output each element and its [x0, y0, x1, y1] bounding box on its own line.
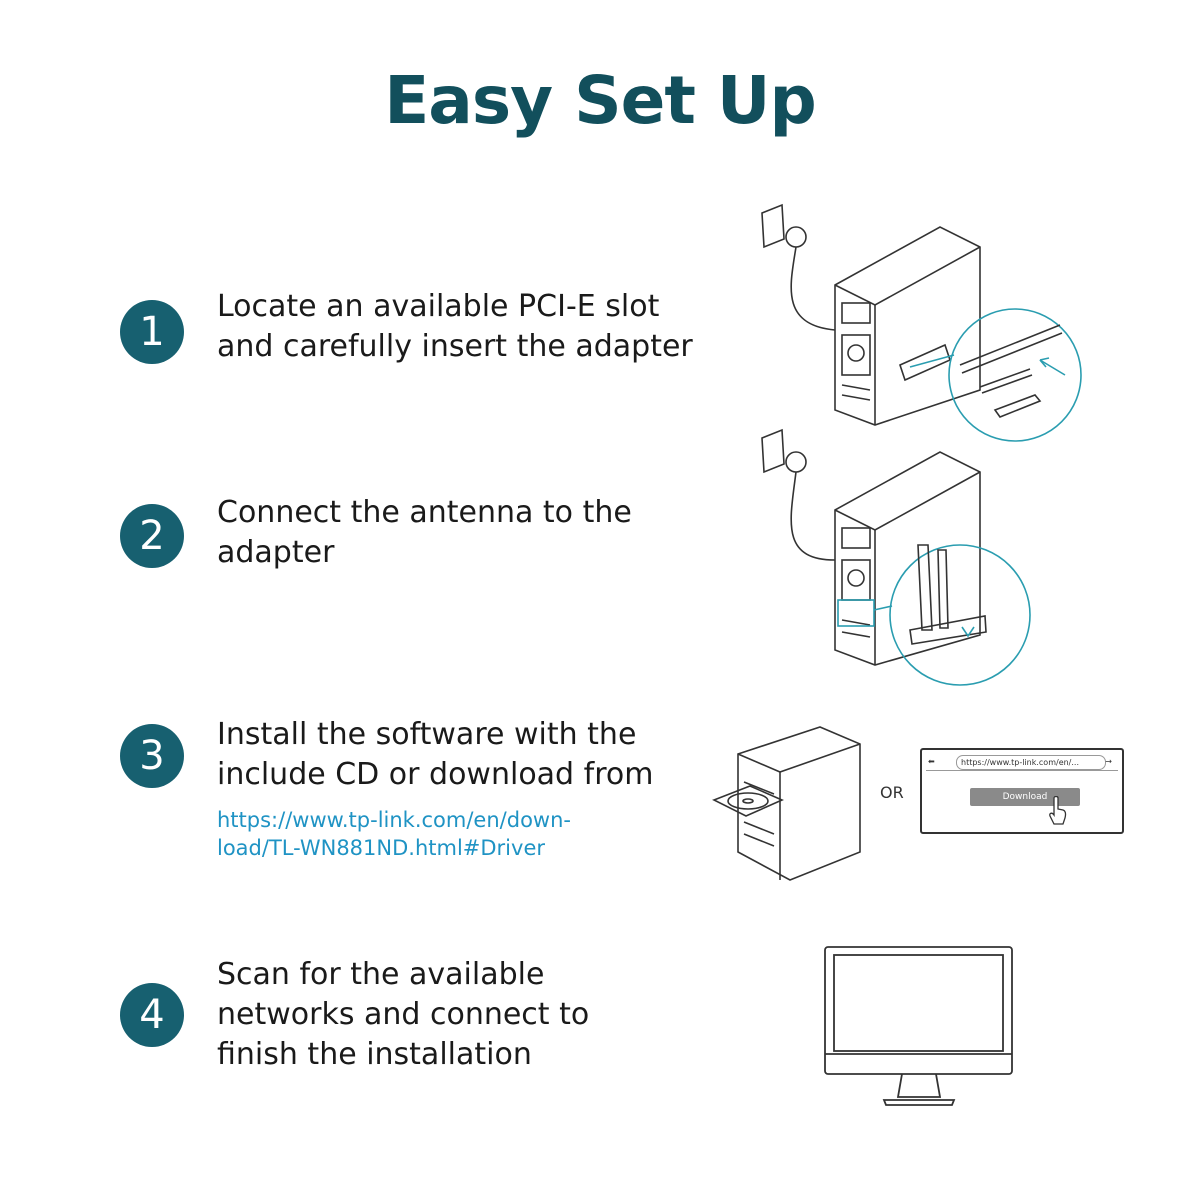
- computer-tower-icon: [834, 226, 981, 426]
- step-text-line: adapter: [217, 535, 335, 570]
- step-number-badge: 2: [120, 504, 184, 568]
- step-text-line: Locate an available PCI-E slot: [217, 289, 660, 324]
- back-arrow-icon[interactable]: ⬅: [928, 757, 935, 766]
- step-text-line: Scan for the available: [217, 957, 545, 992]
- link-line: https://www.tp-link.com/en/down-: [217, 808, 571, 832]
- step-number-badge: 1: [120, 300, 184, 364]
- step-text-line: Install the software with the: [217, 717, 637, 752]
- step-description: Install the software with the include CD…: [217, 715, 707, 795]
- step-text-line: Connect the antenna to the: [217, 495, 632, 530]
- step-text-line: include CD or download from: [217, 757, 654, 792]
- cursor-hand-icon: [1049, 796, 1067, 825]
- monitor-illustration: [824, 946, 1013, 1106]
- computer-tower-icon: [834, 451, 981, 666]
- step-description: Scan for the available networks and conn…: [217, 955, 707, 1075]
- browser-window: ⬅ https://www.tp-link.com/en/... → Downl…: [920, 748, 1124, 834]
- computer-tower-icon: [737, 726, 861, 881]
- zoom-circle: [837, 544, 1031, 686]
- pcie-slot-icon: [959, 324, 1063, 418]
- zoom-circle: [909, 308, 1082, 442]
- antenna-icon: [909, 544, 987, 645]
- driver-download-link[interactable]: https://www.tp-link.com/en/down- load/TL…: [217, 806, 617, 862]
- step-description: Connect the antenna to the adapter: [217, 493, 707, 573]
- cd-tray-icon: [712, 785, 784, 817]
- pc-antenna-illustration: [761, 428, 1031, 686]
- step-text-line: networks and connect to: [217, 997, 590, 1032]
- step-text-line: finish the installation: [217, 1037, 532, 1072]
- page-title: Easy Set Up: [384, 62, 817, 139]
- pc-cd-illustration: [712, 726, 861, 881]
- monitor-icon: [824, 946, 1013, 1106]
- pc-insert-adapter-illustration: [761, 203, 1082, 442]
- step-number-badge: 4: [120, 983, 184, 1047]
- or-label: OR: [880, 783, 904, 802]
- step-number-badge: 3: [120, 724, 184, 788]
- wall-outlet-icon: [761, 428, 836, 561]
- address-bar: ⬅ https://www.tp-link.com/en/... →: [926, 754, 1118, 771]
- download-button[interactable]: Download: [970, 788, 1080, 806]
- wall-outlet-icon: [761, 203, 836, 331]
- step-description: Locate an available PCI-E slot and caref…: [217, 287, 707, 367]
- step-text-line: and carefully insert the adapter: [217, 329, 693, 364]
- url-text: https://www.tp-link.com/en/...: [956, 755, 1106, 770]
- link-line: load/TL-WN881ND.html#Driver: [217, 836, 546, 860]
- forward-arrow-icon[interactable]: →: [1105, 757, 1112, 766]
